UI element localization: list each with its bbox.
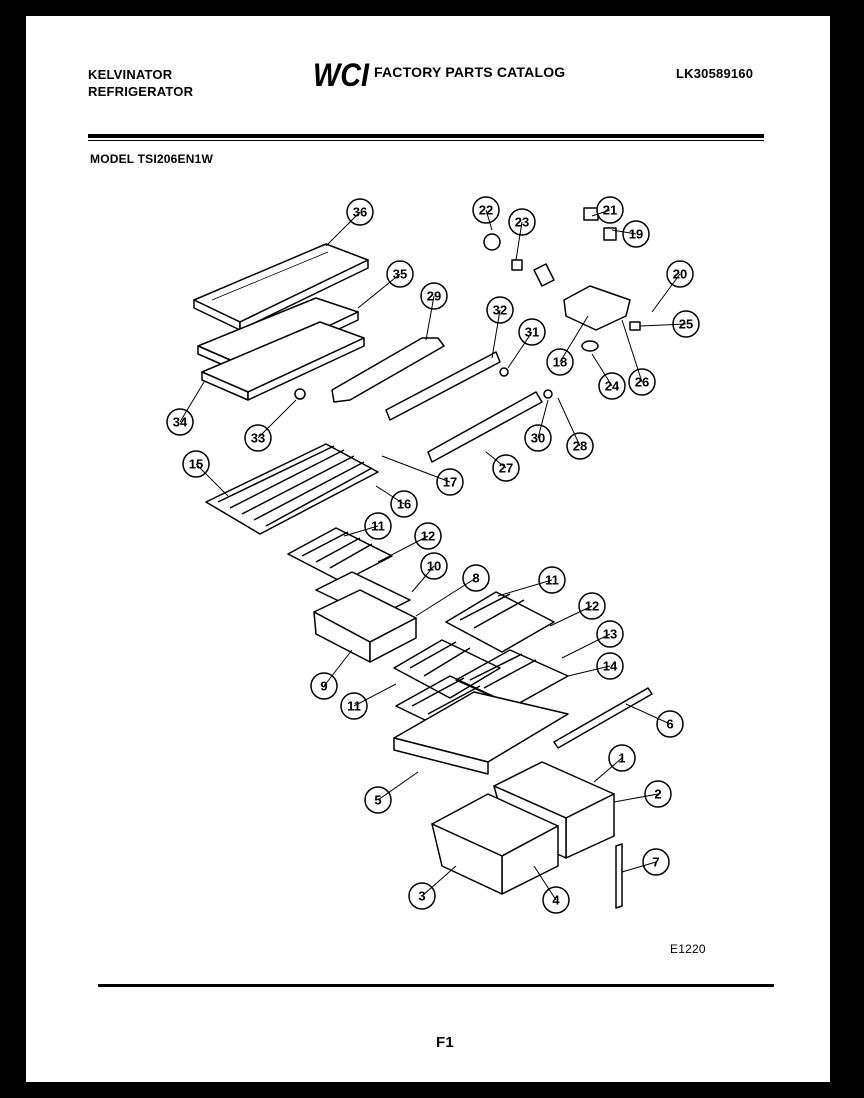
footer-rule bbox=[98, 984, 774, 987]
bracket-part bbox=[331, 337, 445, 403]
leader-line bbox=[497, 579, 553, 597]
leader-line bbox=[507, 331, 533, 369]
header-rule-thin bbox=[88, 140, 764, 141]
catalog-number: LK30589160 bbox=[676, 66, 754, 81]
brand-block: KELVINATOR REFRIGERATOR bbox=[88, 66, 193, 100]
header-rule bbox=[88, 134, 764, 138]
leader-line bbox=[559, 315, 589, 363]
shelf-rail-upper bbox=[385, 351, 501, 421]
leader-line bbox=[485, 451, 507, 469]
leader-line bbox=[377, 535, 429, 563]
leader-line bbox=[411, 565, 435, 593]
lamp-bracket-part bbox=[583, 207, 599, 221]
leader-line bbox=[591, 353, 613, 387]
shelf-rail-lower bbox=[427, 391, 543, 463]
leader-line bbox=[325, 211, 361, 247]
clip-part bbox=[629, 321, 641, 331]
small-shelf-part bbox=[287, 527, 393, 583]
part-callout: 25 bbox=[672, 310, 700, 338]
leader-line bbox=[567, 665, 611, 677]
crisper-cover-part bbox=[193, 243, 369, 331]
meat-pan-part bbox=[313, 571, 417, 663]
leader-line bbox=[491, 309, 501, 359]
leader-line bbox=[421, 865, 457, 897]
leader-line bbox=[651, 273, 681, 313]
callout-number: 14 bbox=[603, 659, 618, 674]
crisper-drawer-left bbox=[431, 793, 559, 895]
callout-number: 4 bbox=[552, 893, 560, 908]
catalog-sheet: KELVINATOR REFRIGERATOR WCI FACTORY PART… bbox=[26, 16, 830, 1082]
exploded-parts-diagram: 3635293433222321192025323118242630282715… bbox=[166, 196, 700, 914]
leader-line bbox=[515, 221, 523, 261]
leader-line bbox=[323, 649, 353, 687]
brand-name: KELVINATOR bbox=[88, 67, 173, 82]
light-bulb-part bbox=[483, 233, 501, 251]
wire-shelf-part bbox=[205, 443, 379, 535]
leader-line bbox=[591, 209, 611, 217]
trim-strip-part bbox=[553, 687, 653, 749]
leader-lines bbox=[179, 209, 687, 901]
leader-line bbox=[533, 865, 557, 901]
leader-line bbox=[621, 319, 643, 383]
diagram-code: E1220 bbox=[670, 942, 706, 956]
wci-logo: WCI bbox=[313, 57, 370, 92]
leader-line bbox=[179, 381, 205, 423]
part-callout: 13 bbox=[596, 620, 624, 648]
model-number: MODEL TSI206EN1W bbox=[90, 152, 214, 166]
leader-line bbox=[537, 399, 549, 439]
leader-line bbox=[195, 463, 229, 497]
leader-line bbox=[611, 229, 637, 235]
leader-line bbox=[621, 861, 657, 873]
leader-line bbox=[425, 295, 435, 341]
leader-line bbox=[625, 703, 671, 725]
leader-line bbox=[561, 633, 611, 659]
washer-part bbox=[543, 389, 553, 399]
divider-part bbox=[615, 843, 623, 909]
leader-line bbox=[593, 757, 623, 783]
leader-line bbox=[375, 485, 405, 505]
thermostat-knob-part bbox=[603, 227, 617, 241]
leader-line bbox=[257, 399, 297, 439]
nut-part bbox=[294, 388, 306, 400]
leader-line bbox=[377, 771, 419, 801]
leader-line bbox=[343, 525, 379, 537]
leader-line bbox=[639, 323, 687, 327]
leader-line bbox=[357, 273, 401, 309]
socket-part bbox=[511, 259, 523, 271]
leader-line bbox=[381, 455, 451, 483]
control-housing-part bbox=[563, 285, 631, 331]
logo-text: WCI bbox=[313, 57, 370, 92]
dial-part bbox=[581, 340, 599, 352]
leader-line bbox=[549, 605, 593, 627]
cover-frame-part bbox=[201, 321, 365, 401]
page-label: F1 bbox=[436, 1034, 454, 1051]
screw-part bbox=[499, 367, 509, 377]
leader-line bbox=[557, 397, 581, 447]
callout-number: 24 bbox=[605, 379, 620, 394]
leader-line bbox=[613, 793, 659, 803]
crisper-cover-lower bbox=[393, 691, 569, 775]
leader-line bbox=[485, 209, 493, 231]
leader-line bbox=[353, 683, 397, 707]
catalog-title: FACTORY PARTS CATALOG bbox=[374, 64, 566, 80]
product-type: REFRIGERATOR bbox=[88, 84, 194, 99]
leader-line bbox=[415, 577, 477, 617]
parts-drawing bbox=[193, 207, 653, 909]
light-switch-part bbox=[533, 263, 555, 287]
